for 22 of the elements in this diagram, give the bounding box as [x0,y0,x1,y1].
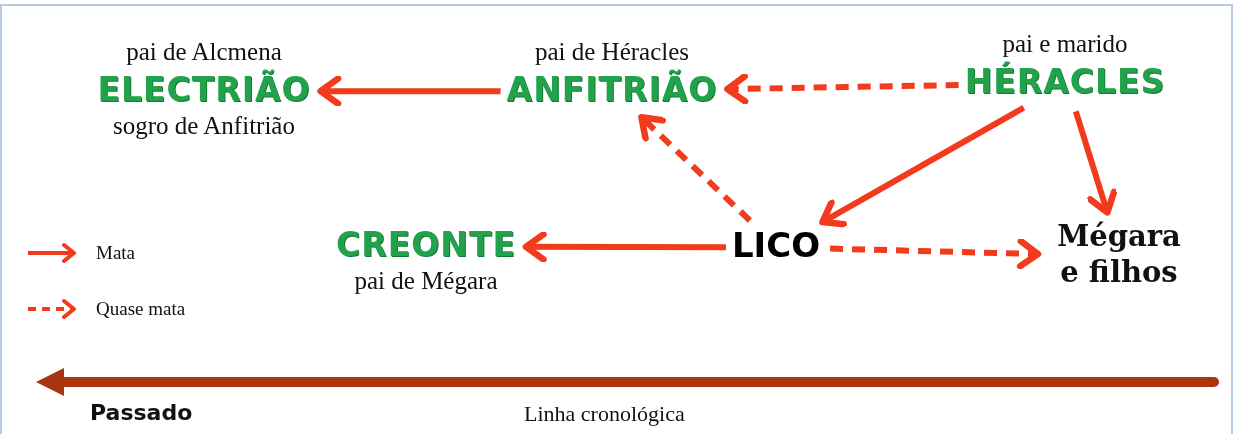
arrow [830,237,1042,270]
timeline-label: Linha cronológica [524,401,685,427]
arrow [1072,110,1118,216]
arrow [522,231,726,263]
character-name: ANFITRIÃO [506,68,718,110]
arrow [819,105,1026,228]
arrow [317,75,501,107]
legend-label: Quase mata [96,298,186,320]
character-name: ELECTRIÃO [97,68,311,110]
relation-caption: pai e marido [1002,29,1128,59]
timeline-end-label: Passado [90,400,193,425]
relation-caption: pai de Mégara [354,266,498,297]
relation-caption: sogro de Anfitrião [113,110,295,141]
character-name: HÉRACLES [964,60,1166,102]
arrow [724,73,959,105]
character-name: LICO [731,224,821,267]
relation-caption: pai de Alcmena [126,37,282,67]
arrow [638,114,752,223]
legend-label: Mata [96,242,136,264]
character-name: CREONTE [336,224,516,266]
character-name: Mégara e filhos [1056,218,1182,291]
relation-caption: pai de Héracles [534,37,690,67]
